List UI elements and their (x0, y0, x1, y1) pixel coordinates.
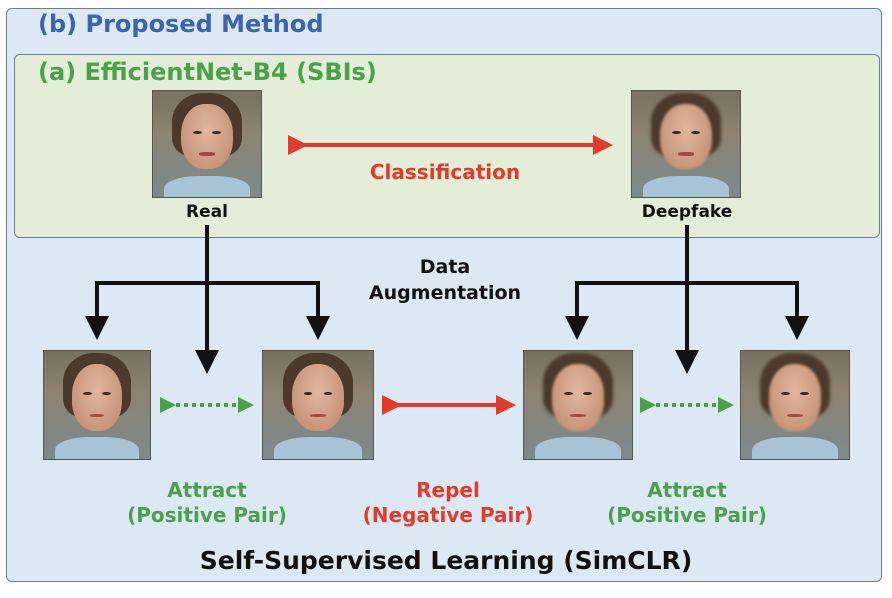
data-augmentation-label: Data Augmentation (369, 254, 521, 306)
fake-aug-1-image (523, 350, 633, 460)
real-label: Real (186, 202, 228, 222)
real-aug-2-image (262, 350, 374, 460)
attract-left-line2: (Positive Pair) (127, 503, 287, 527)
real-branch-connector (95, 225, 320, 374)
proposed-method-title: (b) Proposed Method (38, 10, 324, 38)
fake-aug-2-image (740, 350, 850, 460)
data-augmentation-line1: Data (419, 256, 471, 278)
real-aug-1-image (43, 350, 151, 460)
repel-line2: (Negative Pair) (362, 503, 534, 527)
efficientnet-title: (a) EfficientNet-B4 (SBIs) (38, 58, 377, 86)
deepfake-face-image (631, 90, 741, 198)
deepfake-label: Deepfake (641, 202, 733, 222)
fake-branch-connector (575, 225, 799, 374)
simclr-title: Self-Supervised Learning (SimCLR) (199, 546, 693, 575)
real-face-image (152, 90, 262, 198)
data-augmentation-line2: Augmentation (368, 282, 522, 304)
classification-label: Classification (369, 160, 521, 184)
attract-left-line1: Attract (167, 478, 247, 502)
attract-right-label: Attract (Positive Pair) (607, 478, 767, 528)
attract-right-line1: Attract (647, 478, 727, 502)
repel-label: Repel (Negative Pair) (363, 478, 534, 528)
repel-line1: Repel (416, 478, 480, 502)
attract-right-line2: (Positive Pair) (607, 503, 767, 527)
attract-left-label: Attract (Positive Pair) (127, 478, 287, 528)
